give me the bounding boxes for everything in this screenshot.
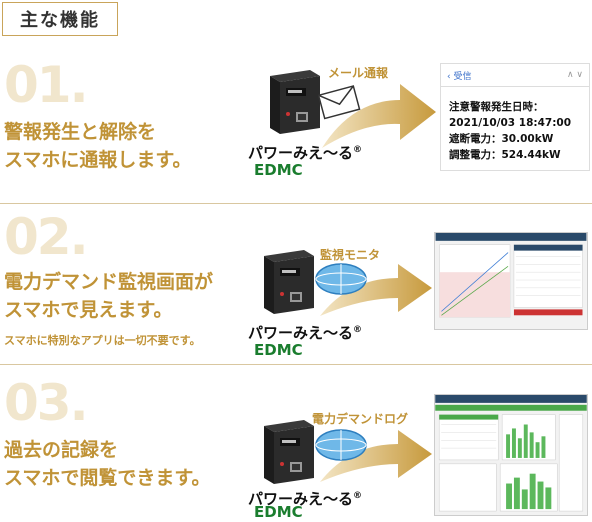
product-text: パワーみえ～る — [248, 144, 354, 162]
mail-envelope-icon — [318, 85, 361, 120]
section-description-02: 電力デマンド監視画面が スマホで見えます。 — [4, 268, 213, 324]
phone-mail-screen: ‹ 受信 ∧ ∨ 注意警報発生日時： 2021/10/03 18:47:00 遮… — [440, 63, 590, 171]
section-number-01: 01. — [4, 60, 89, 110]
arrow-label-mail: メール通報 — [328, 66, 389, 80]
back-label: 受信 — [453, 71, 472, 82]
product-name: パワーみえ～る® — [248, 322, 362, 343]
edmc-device-icon — [264, 420, 314, 484]
section-description-01: 警報発生と解除を スマホに通報します。 — [4, 118, 192, 174]
internet-globe-icon — [315, 263, 367, 295]
registered-mark: ® — [353, 145, 363, 155]
arrow-label-monitor: 監視モニタ — [320, 248, 381, 262]
arrow-right-icon — [322, 84, 436, 148]
section-description-03: 過去の記録を スマホで閲覧できます。 — [4, 436, 211, 492]
arrow-right-icon — [320, 430, 432, 482]
section-badge: 主な機能 — [2, 2, 118, 36]
section-divider — [0, 203, 592, 204]
product-name: パワーみえ～る® — [248, 488, 362, 509]
internet-globe-icon — [315, 429, 367, 461]
description-line: スマホで閲覧できます。 — [4, 467, 211, 489]
description-line: 警報発生と解除を — [4, 121, 157, 143]
monitor-screen-thumbnail — [434, 232, 588, 330]
edmc-device-icon — [270, 70, 320, 134]
edmc-device-icon — [264, 250, 314, 314]
arrow-right-icon — [320, 264, 432, 316]
number-dot: . — [69, 208, 89, 266]
number-dot: . — [69, 56, 89, 114]
chevron-nav-icon[interactable]: ∧ ∨ — [566, 70, 583, 80]
product-text: パワーみえ～る — [248, 324, 354, 342]
description-line: スマホで見えます。 — [4, 299, 173, 321]
registered-mark: ® — [353, 325, 363, 335]
arrow-label-log: 電力デマンドログ — [312, 412, 409, 426]
number-text: 02 — [4, 208, 72, 266]
phone-header: ‹ 受信 ∧ ∨ — [441, 64, 589, 87]
brand-name: EDMC — [254, 503, 303, 521]
number-text: 01 — [4, 56, 72, 114]
section-number-02: 02. — [4, 212, 89, 262]
description-line: スマホに通報します。 — [4, 149, 192, 171]
number-dot: . — [69, 374, 89, 432]
description-note: スマホに特別なアプリは一切不要です。 — [4, 334, 201, 347]
mail-body: 注意警報発生日時： 2021/10/03 18:47:00 遮断電力：30.00… — [441, 87, 589, 169]
back-link[interactable]: ‹ 受信 — [447, 69, 471, 82]
description-line: 電力デマンド監視画面が — [4, 271, 214, 293]
brand-name: EDMC — [254, 161, 303, 179]
chevron-left-icon: ‹ — [447, 71, 454, 82]
product-text: パワーみえ～る — [248, 490, 354, 508]
description-line: 過去の記録を — [4, 439, 119, 461]
brand-name: EDMC — [254, 341, 303, 359]
registered-mark: ® — [353, 491, 363, 501]
product-name: パワーみえ～る® — [248, 142, 362, 163]
mail-line: 遮断電力：30.00kW — [449, 133, 554, 145]
section-number-03: 03. — [4, 378, 89, 428]
number-text: 03 — [4, 374, 72, 432]
mail-line: 2021/10/03 18:47:00 — [449, 117, 572, 129]
mail-line: 注意警報発生日時： — [449, 101, 544, 113]
mail-line: 調整電力：524.44kW — [449, 149, 561, 161]
section-divider — [0, 364, 592, 365]
log-screen-thumbnail — [434, 394, 588, 516]
